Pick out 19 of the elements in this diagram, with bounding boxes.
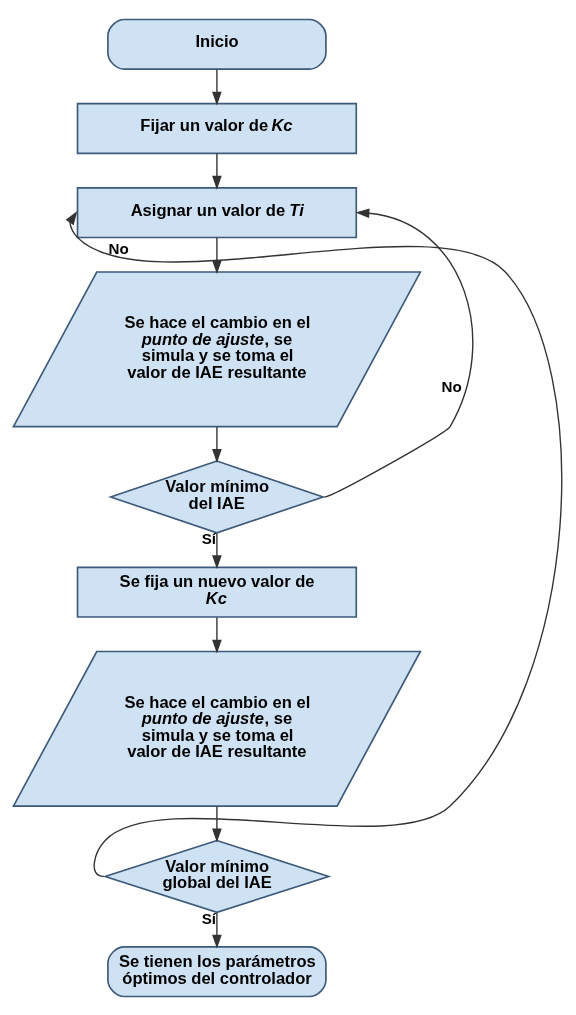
edge-label: No: [108, 239, 129, 257]
node-box: Inicio: [107, 18, 327, 70]
edge-label: No: [441, 377, 462, 395]
arrow: [323, 207, 474, 498]
node-diamond: Valor mínimo del IAE: [108, 459, 326, 534]
arrow: [212, 532, 222, 569]
arrow: [65, 210, 563, 877]
arrow: [212, 616, 222, 654]
arrow: [212, 425, 222, 463]
node-box: Asignar un valor de Ti: [76, 186, 358, 238]
node-diamond: Valor mínimo global del IAE: [102, 839, 332, 913]
node-box: Se tienen los parámetros óptimos del controlador: [107, 945, 327, 997]
node-box: Se fija un nuevo valor de Kc: [76, 566, 358, 618]
node-box: Fijar un valor de Kc: [76, 102, 358, 154]
arrow: [212, 152, 222, 190]
arrow: [212, 68, 222, 105]
arrow: [212, 236, 222, 274]
arrow: [212, 805, 222, 842]
arrow: [212, 911, 222, 949]
